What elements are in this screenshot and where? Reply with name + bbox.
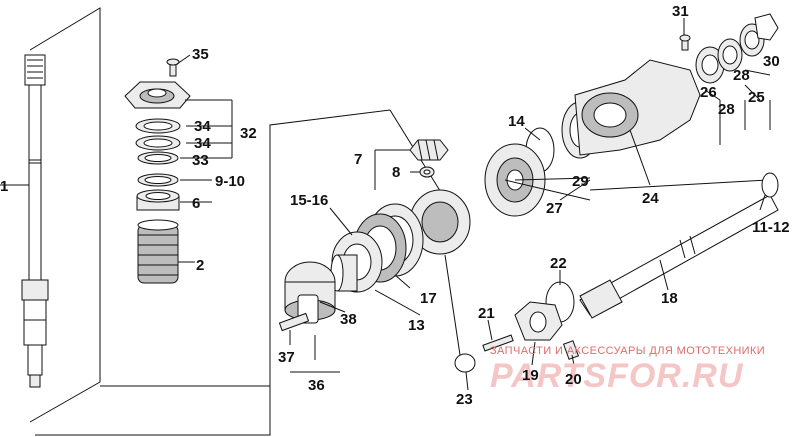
callout-15-16: 15-16: [290, 192, 328, 209]
callout-8: 8: [392, 164, 400, 181]
callout-30: 30: [763, 53, 780, 70]
callout-23: 23: [456, 391, 473, 408]
drive-shaft-part: [0, 54, 49, 388]
callout-32: 32: [240, 125, 257, 142]
watermark: PARTSFOR.RU ЗАПЧАСТИ И АКСЕССУАРЫ ДЛЯ МО…: [490, 345, 765, 395]
callout-11-12: 11-12: [752, 219, 790, 236]
watermark-logo: PARTSFOR.RU: [490, 357, 744, 395]
callout-19: 19: [522, 367, 539, 384]
watermark-tagline: ЗАПЧАСТИ И АКСЕССУАРЫ ДЛЯ МОТОТЕХНИКИ: [490, 345, 765, 357]
callout-21: 21: [478, 305, 495, 322]
callout-28-lower: 28: [718, 101, 735, 118]
callout-38: 38: [340, 311, 357, 328]
callout-2: 2: [196, 257, 204, 274]
bearing-stack: [330, 189, 471, 293]
callout-27: 27: [546, 200, 563, 217]
propeller-shaft-group: [579, 172, 779, 319]
callout-24: 24: [642, 190, 659, 207]
callout-7: 7: [354, 151, 362, 168]
leader-lines: [176, 18, 771, 391]
callout-14: 14: [508, 113, 525, 130]
callout-36: 36: [308, 377, 325, 394]
callout-34-upper: 34: [194, 118, 211, 135]
callout-13: 13: [408, 317, 425, 334]
callout-20: 20: [565, 371, 582, 388]
callout-26: 26: [700, 84, 717, 101]
callout-25: 25: [748, 89, 765, 106]
callout-18: 18: [661, 290, 678, 307]
callout-35: 35: [192, 46, 209, 63]
assembly-frame: [29, 7, 456, 436]
callout-9-10: 9-10: [215, 173, 245, 190]
callout-labels: 1 2 6 9-10 33 34 34 32 35 7 8 15-16 17 1…: [0, 3, 790, 408]
bellows-part: [137, 219, 179, 284]
callout-6: 6: [192, 195, 200, 212]
upper-right-bearings: [679, 13, 779, 145]
callout-28-upper: 28: [733, 67, 750, 84]
callout-29: 29: [572, 173, 589, 190]
callout-33: 33: [192, 152, 209, 169]
callout-31: 31: [672, 3, 689, 20]
pinion-gear-part: [409, 139, 449, 178]
lower-shaft-group: [278, 261, 336, 332]
callout-1: 1: [0, 178, 8, 195]
upper-housing-stack: [124, 58, 191, 211]
callout-17: 17: [420, 290, 437, 307]
gearcase-group: [484, 59, 769, 217]
callout-37: 37: [278, 349, 295, 366]
callout-22: 22: [550, 255, 567, 272]
clutch-dog-group: [444, 254, 580, 373]
callout-34-lower: 34: [194, 135, 211, 152]
